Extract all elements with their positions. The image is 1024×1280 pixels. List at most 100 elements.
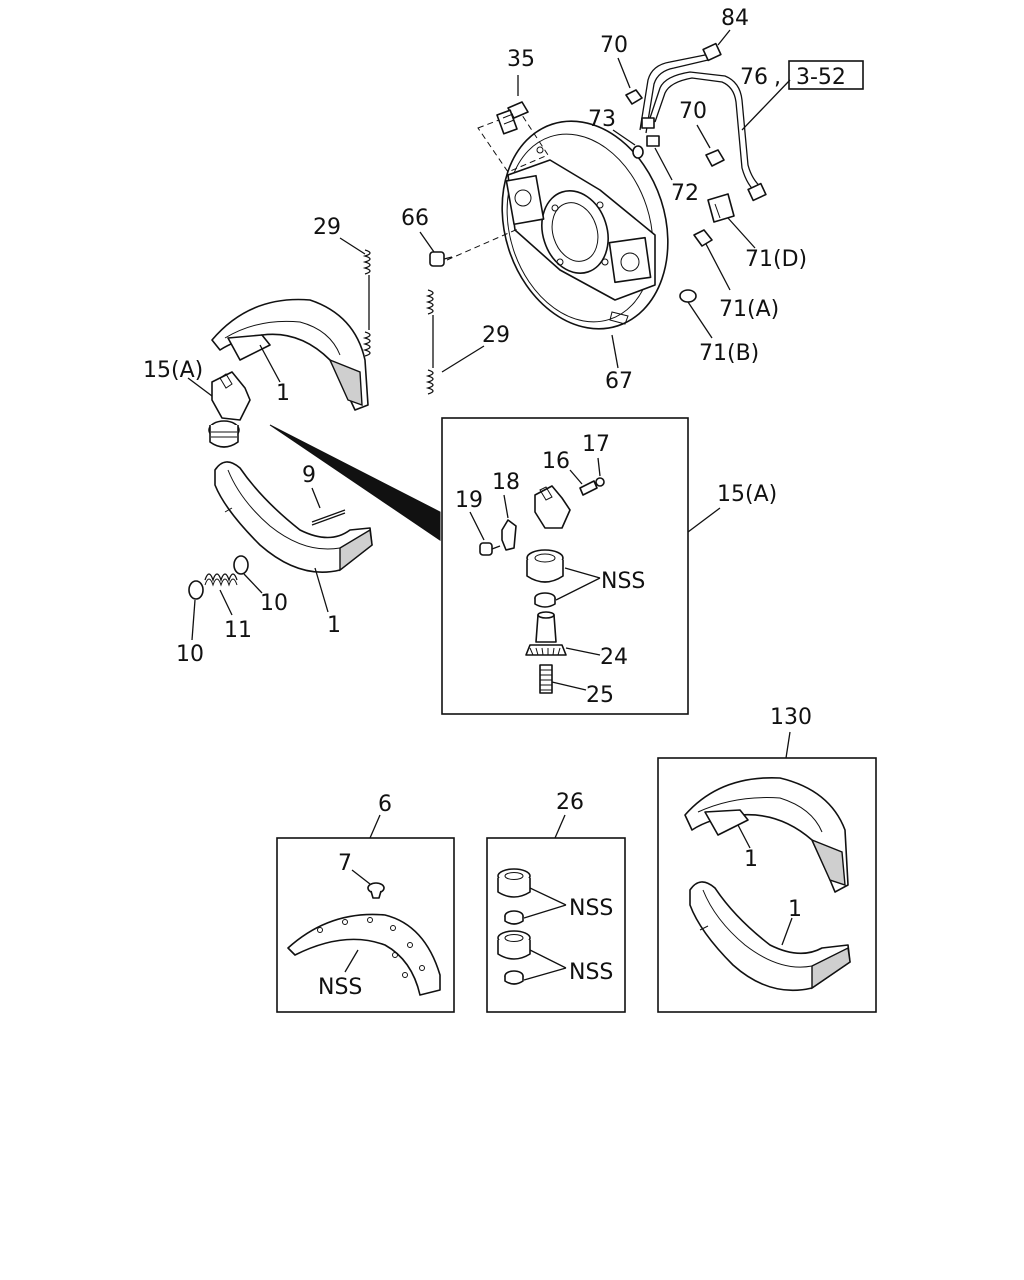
leader-67 (611, 334, 619, 369)
rivet-7 (367, 882, 385, 899)
callout-29-left: 29 (313, 215, 341, 240)
detail-pointer (269, 424, 441, 541)
callout-66: 66 (401, 206, 429, 231)
leader-70-upper (617, 57, 631, 89)
callout-70-upper: 70 (600, 33, 628, 58)
callout-1-upper: 1 (276, 381, 290, 406)
callout-76: 76 (740, 65, 768, 90)
leader-nss-kit-lower (523, 949, 567, 981)
callout-84: 84 (721, 6, 749, 31)
bolt-19 (479, 542, 501, 556)
backing-plate (501, 120, 669, 330)
leader-73 (612, 129, 636, 146)
callout-26: 26 (556, 790, 584, 815)
bolt-35 (496, 101, 529, 135)
callout-73: 73 (588, 107, 616, 132)
brake-pipe-76 (639, 54, 763, 195)
kit-box-6 (276, 837, 455, 1013)
callout-7: 7 (338, 851, 352, 876)
leader-1-lower (314, 567, 329, 613)
callout-71d: 71(D) (745, 247, 807, 272)
wheel-cylinder-15a (208, 371, 251, 448)
leader-24 (565, 647, 601, 656)
leader-71d (727, 217, 756, 249)
leader-15a (187, 377, 213, 397)
reference-box (788, 60, 864, 90)
grommet-71b (679, 289, 697, 303)
callout-15a-box: 15(A) (717, 482, 777, 507)
leader-29-center (441, 345, 485, 373)
callout-71b: 71(B) (699, 341, 759, 366)
cap-17 (595, 477, 605, 487)
fitting-72 (641, 117, 660, 147)
piston-24 (525, 611, 567, 656)
leader-7 (351, 869, 371, 885)
callout-29-center: 29 (482, 323, 510, 348)
kit-box-26 (486, 837, 626, 1013)
leader-16 (569, 469, 583, 485)
pipe-fitting-76-end (747, 182, 767, 202)
leader-18 (503, 494, 509, 519)
leader-76 (741, 79, 791, 131)
callout-10-left: 10 (176, 642, 204, 667)
clip-71d (707, 193, 735, 223)
brake-shoe-upper (211, 298, 369, 411)
boot-nss-kit-upper (497, 868, 531, 925)
leader-17 (597, 457, 601, 477)
leader-70-lower (696, 124, 711, 149)
callout-67: 67 (605, 369, 633, 394)
washer-73 (632, 145, 644, 159)
callout-nss-lining: NSS (318, 975, 362, 1000)
callout-18: 18 (492, 470, 520, 495)
leader-1-upper (259, 344, 281, 383)
reference-3-52: 3-52 (796, 65, 846, 90)
leader-11 (219, 589, 233, 616)
callout-17: 17 (582, 432, 610, 457)
adjuster-screw-25 (539, 664, 553, 694)
callout-comma: , (774, 65, 781, 90)
callout-16: 16 (542, 449, 570, 474)
leader-9 (311, 487, 321, 509)
plate-18 (501, 519, 517, 551)
leader-nss-detail (555, 567, 601, 601)
callout-71a: 71(A) (719, 297, 779, 322)
nut-70-upper (625, 89, 643, 105)
leader-29-left (339, 237, 366, 255)
callout-10-right: 10 (260, 591, 288, 616)
assembly-line-66 (446, 227, 521, 261)
leader-72 (654, 147, 673, 181)
spring-11 (204, 573, 238, 587)
leader-6 (369, 814, 381, 839)
cup-10-right (233, 555, 249, 575)
hold-down-pin-9 (311, 509, 346, 526)
callout-6: 6 (378, 792, 392, 817)
cylinder-body-detail (534, 485, 571, 529)
callout-nss-kit-upper: NSS (569, 896, 613, 921)
cup-10-left (188, 580, 204, 600)
leader-130 (785, 731, 791, 759)
callout-1-lower: 1 (327, 613, 341, 638)
brake-shoe-kit-upper (684, 777, 849, 893)
callout-35: 35 (507, 47, 535, 72)
leader-19 (469, 511, 485, 541)
callout-11: 11 (224, 618, 252, 643)
leader-10-right (243, 573, 263, 594)
leader-66 (419, 231, 435, 253)
leader-1-kit-upper (737, 824, 751, 849)
callout-130: 130 (770, 705, 812, 730)
callout-9: 9 (302, 463, 316, 488)
detail-box-15a (441, 417, 689, 715)
callout-25: 25 (586, 683, 614, 708)
callout-nss-kit-lower: NSS (569, 960, 613, 985)
brake-shoe-lower (214, 461, 373, 573)
brake-lining-nss (287, 913, 441, 996)
callout-1-kit-lower: 1 (788, 897, 802, 922)
callout-1-kit-upper: 1 (744, 847, 758, 872)
clip-71a (693, 229, 713, 247)
callout-nss-detail: NSS (601, 569, 645, 594)
leader-nss-kit-upper (523, 887, 567, 919)
callout-19: 19 (455, 488, 483, 513)
leader-84 (717, 29, 731, 46)
return-spring-29-center (425, 289, 434, 395)
